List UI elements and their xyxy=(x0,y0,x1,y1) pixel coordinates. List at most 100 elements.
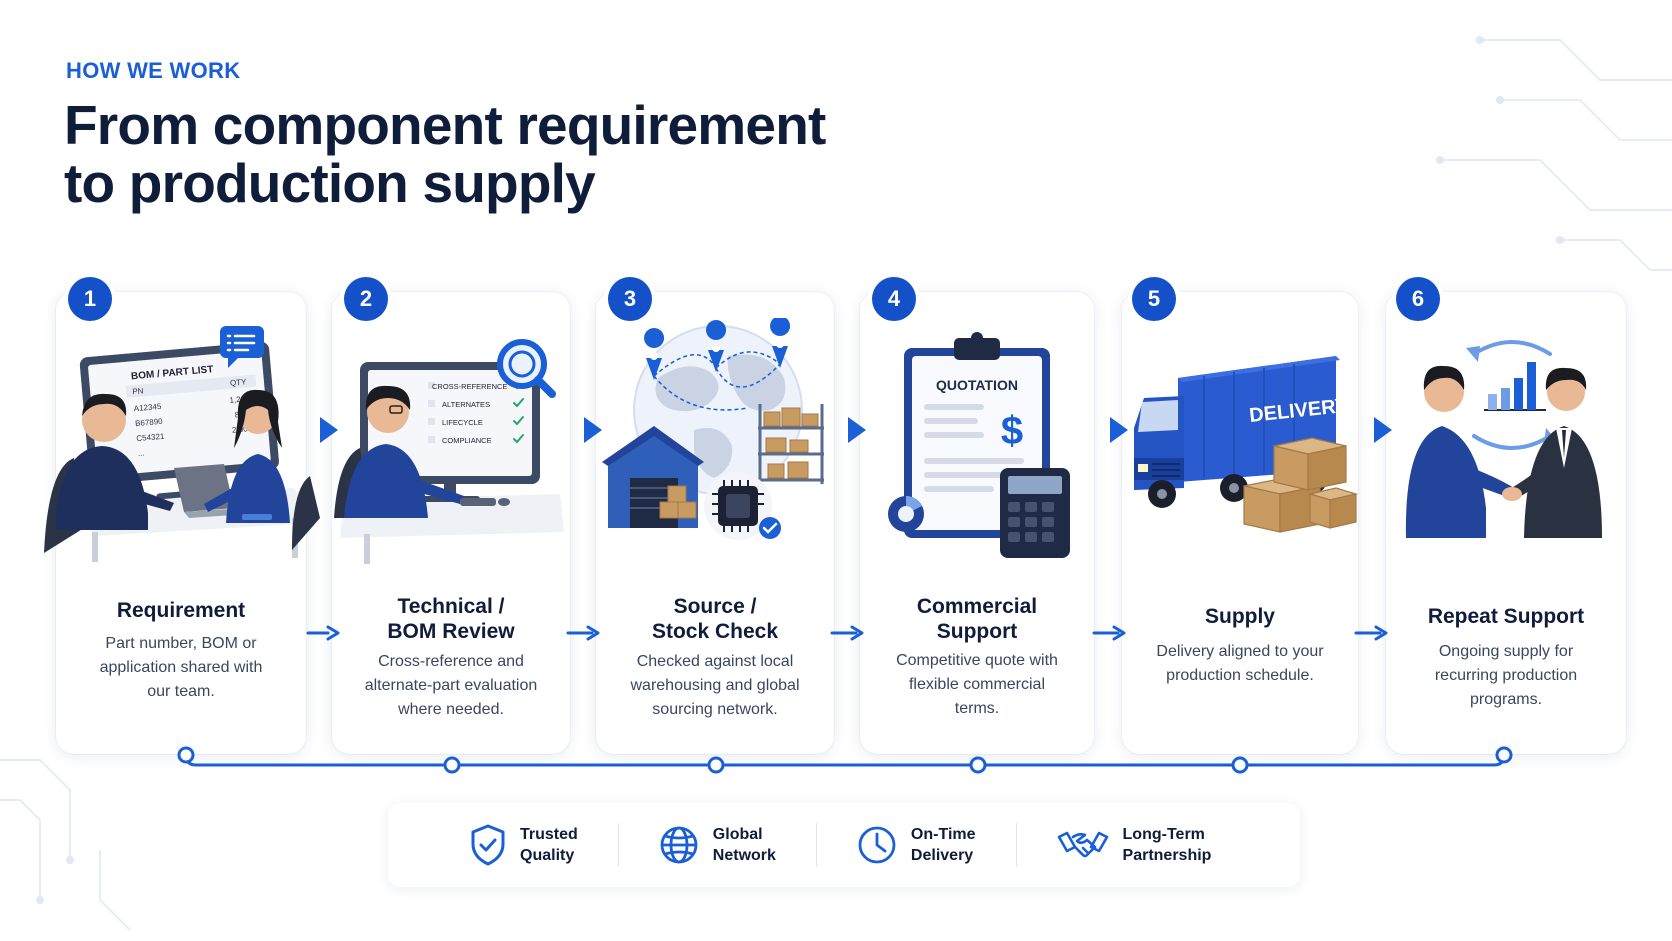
quotation-title: QUOTATION xyxy=(936,377,1018,393)
bom-col-qty: QTY xyxy=(230,377,248,387)
step-title-4-line-2: Support xyxy=(936,620,1018,643)
step-desc-6: Ongoing supply for recurring production … xyxy=(1396,640,1616,712)
handshake-icon xyxy=(1057,831,1108,858)
step-desc-1-line-2: application shared with xyxy=(99,659,263,676)
chevron-right-icon xyxy=(848,417,866,443)
clock-icon xyxy=(858,826,896,864)
bom-col-pn: PN xyxy=(132,386,144,396)
bom-row-2-pn: B67890 xyxy=(135,417,164,428)
step-desc-5-line-1: Delivery aligned to your xyxy=(1156,643,1324,660)
step-title-3-line-1: Source / xyxy=(673,595,757,618)
step-title-4: Commercial Support xyxy=(860,594,1094,644)
step-desc-1-line-1: Part number, BOM or xyxy=(105,635,257,652)
step-desc-5-line-2: production schedule. xyxy=(1166,667,1314,684)
bom-row-3-qty: 2,000 xyxy=(232,424,253,435)
feature-label-line-1: Global xyxy=(712,826,763,843)
step-title-2: Technical / BOM Review xyxy=(332,594,570,644)
feature-label-line-2: Partnership xyxy=(1122,847,1212,864)
step-badge-6: 6 xyxy=(1396,277,1440,321)
feature-label: Long-Term Partnership xyxy=(1123,824,1212,866)
step-title-2-line-1: Technical / xyxy=(397,595,505,618)
requirement-illustration: BOM / PART LIST PN QTY A12345 1,200 B678… xyxy=(44,326,320,562)
feature-label: Global Network xyxy=(713,824,776,866)
step-desc-3-line-3: sourcing network. xyxy=(652,701,778,718)
timeline-node xyxy=(443,756,461,774)
arrow-right-icon xyxy=(1354,625,1388,641)
stock-check-illustration xyxy=(602,318,824,540)
feature-strip: Trusted Quality Global Network On-Time D… xyxy=(388,803,1300,887)
step-desc-6-line-1: Ongoing supply for xyxy=(1438,643,1574,660)
bom-row-1-qty: 1,200 xyxy=(229,394,250,405)
step-title-3-line-2: Stock Check xyxy=(651,620,779,643)
chevron-right-icon xyxy=(1374,417,1392,443)
step-desc-2-line-2: alternate-part evaluation xyxy=(364,677,538,694)
step-title-6-line-1: Repeat Support xyxy=(1427,605,1585,628)
step-desc-4: Competitive quote with flexible commerci… xyxy=(866,649,1088,721)
arrow-right-icon xyxy=(830,625,864,641)
bom-row-1-pn: A12345 xyxy=(133,402,162,413)
bom-review-illustration: CROSS-REFERENCE ALTERNATES LIFECYCLE COM… xyxy=(334,339,564,564)
step-badge-2: 2 xyxy=(344,277,388,321)
step-desc-5: Delivery aligned to your production sche… xyxy=(1130,640,1350,688)
review-item-alternates: ALTERNATES xyxy=(442,400,490,409)
feature-label-line-1: Trusted xyxy=(520,826,578,843)
delivery-illustration: DELIVERY xyxy=(1134,356,1358,533)
page-title: From component requirement to production… xyxy=(64,96,826,212)
step-desc-1-line-3: our team. xyxy=(147,683,215,700)
feature-label-line-1: On-Time xyxy=(910,826,976,843)
step-desc-6-line-2: recurring production xyxy=(1434,667,1578,684)
feature-label: On-Time Delivery xyxy=(911,824,976,866)
currency-symbol: $ xyxy=(1001,409,1023,453)
timeline-node xyxy=(969,756,987,774)
step-title-1-line-1: Requirement xyxy=(116,599,246,622)
step-title-1: Requirement xyxy=(56,598,306,623)
arrow-right-icon xyxy=(1092,625,1126,641)
feature-on-time-delivery: On-Time Delivery xyxy=(815,823,1016,867)
globe-icon xyxy=(660,826,698,864)
feature-trusted-quality: Trusted Quality xyxy=(388,823,618,867)
step-desc-2: Cross-reference and alternate-part evalu… xyxy=(340,650,562,722)
step-desc-3-line-2: warehousing and global xyxy=(630,677,800,694)
feature-label-line-2: Delivery xyxy=(910,847,974,864)
step-badge-4: 4 xyxy=(872,277,916,321)
step-title-2-line-2: BOM Review xyxy=(387,620,515,643)
step-title-5-line-1: Supply xyxy=(1204,605,1275,628)
process-timeline xyxy=(177,746,1513,774)
step-desc-2-line-1: Cross-reference and xyxy=(378,653,524,670)
step-desc-2-line-3: where needed. xyxy=(398,701,504,718)
timeline-node xyxy=(1231,756,1249,774)
feature-label-line-2: Quality xyxy=(520,847,575,864)
review-item-cross-reference: CROSS-REFERENCE xyxy=(432,382,507,391)
arrow-right-icon xyxy=(566,625,600,641)
step-title-4-line-1: Commercial xyxy=(916,595,1038,618)
step-title-5: Supply xyxy=(1122,604,1358,629)
timeline-node xyxy=(177,746,195,764)
review-item-lifecycle: LIFECYCLE xyxy=(442,418,483,427)
chevron-right-icon xyxy=(584,417,602,443)
step-desc-3: Checked against local warehousing and gl… xyxy=(604,650,826,722)
bom-more: ... xyxy=(137,449,144,459)
feature-global-network: Global Network xyxy=(617,823,816,867)
step-title-6: Repeat Support xyxy=(1386,604,1626,629)
step-desc-6-line-3: programs. xyxy=(1469,691,1543,708)
review-item-compliance: COMPLIANCE xyxy=(442,436,492,445)
chevron-right-icon xyxy=(1110,417,1128,443)
feature-long-term-partnership: Long-Term Partnership xyxy=(1015,823,1252,867)
feature-label-line-1: Long-Term xyxy=(1122,826,1205,843)
quotation-illustration: QUOTATION $ xyxy=(888,332,1070,558)
step-badge-1: 1 xyxy=(68,277,112,321)
step-desc-3-line-1: Checked against local xyxy=(636,653,794,670)
arrow-right-icon xyxy=(306,625,340,641)
step-title-3: Source / Stock Check xyxy=(596,594,834,644)
timeline-node xyxy=(707,756,725,774)
chevron-right-icon xyxy=(320,417,338,443)
timeline-node xyxy=(1495,746,1513,764)
repeat-support-illustration xyxy=(1405,340,1602,538)
page-title-line-1: From component requirement xyxy=(64,94,826,156)
step-desc-4-line-3: terms. xyxy=(954,700,1000,717)
page-title-line-2: to production supply xyxy=(64,152,596,214)
step-badge-3: 3 xyxy=(608,277,652,321)
shield-check-icon xyxy=(471,824,505,866)
bom-row-3-pn: C54321 xyxy=(136,432,165,443)
